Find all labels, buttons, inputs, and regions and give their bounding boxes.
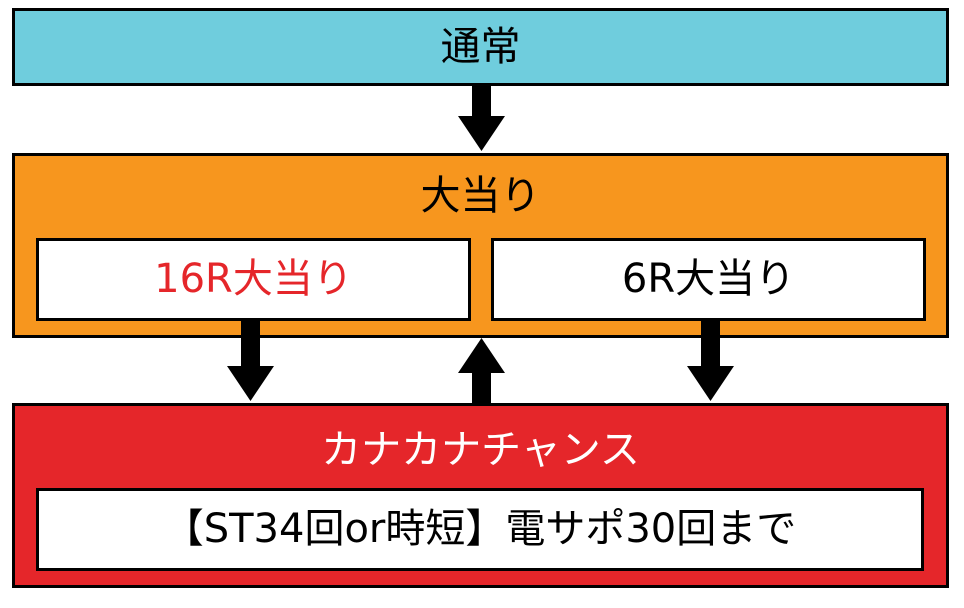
node-jackpot-6r: 6R大当り bbox=[491, 238, 926, 321]
node-normal: 通常 bbox=[12, 8, 949, 86]
node-kanakana-detail-label: 【ST34回or時短】電サポ30回まで bbox=[163, 506, 797, 552]
node-jackpot-label: 大当り bbox=[420, 173, 541, 219]
node-jackpot-16r: 16R大当り bbox=[36, 238, 471, 321]
node-kanakana-detail: 【ST34回or時短】電サポ30回まで bbox=[36, 488, 924, 571]
arrow-normal-to-jackpot bbox=[458, 86, 505, 151]
node-jackpot-16r-label: 16R大当り bbox=[154, 256, 353, 302]
arrow-kanakana-to-jackpot bbox=[458, 338, 505, 403]
arrow-6r-to-kanakana bbox=[687, 321, 734, 401]
arrow-16r-to-kanakana bbox=[227, 321, 274, 401]
node-kanakana-chance-label: カナカナチャンス bbox=[321, 427, 640, 473]
node-normal-label: 通常 bbox=[440, 24, 521, 70]
node-jackpot-6r-label: 6R大当り bbox=[621, 256, 796, 302]
